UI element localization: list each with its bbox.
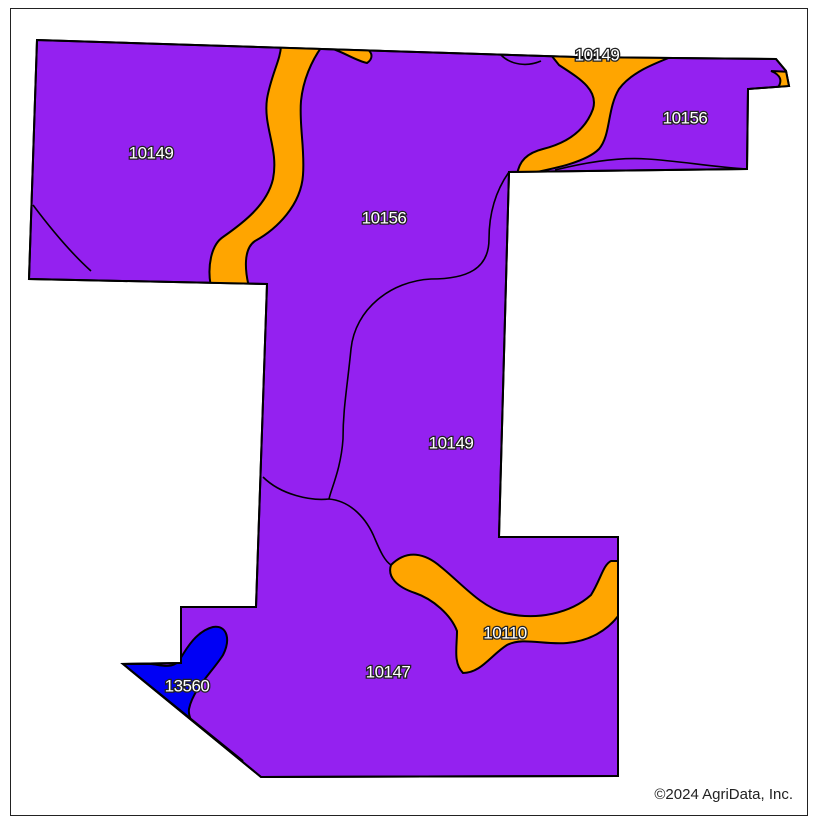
soil-boundary-line	[262, 476, 392, 566]
map-unit-label-orange-south: 10110	[483, 623, 527, 642]
soil-boundary-line	[328, 171, 510, 500]
field-outline	[27, 38, 791, 779]
map-unit-label-south: 10147	[366, 662, 411, 681]
map-unit-label-ne: 10156	[663, 108, 708, 127]
map-unit-label-n-center: 10156	[362, 208, 407, 227]
copyright-notice: ©2024 AgriData, Inc.	[652, 786, 795, 803]
map-unit-label-top: 10149	[575, 45, 620, 64]
soil-polygon-orange-south	[389, 553, 620, 675]
soil-polygon-orange-tip	[770, 70, 789, 90]
soil-map: 10149 10156 10149 10156 10149 10110 1014…	[27, 38, 791, 779]
soil-map-frame: 10149 10156 10149 10156 10149 10110 1014…	[10, 8, 808, 816]
soil-boundary-line	[554, 157, 748, 171]
map-unit-label-blue: 13560	[165, 676, 210, 695]
map-unit-label-nw: 10149	[129, 143, 174, 162]
soil-boundary-line	[500, 54, 542, 66]
map-unit-label-center: 10149	[429, 433, 474, 452]
soil-boundary-line	[32, 204, 92, 272]
